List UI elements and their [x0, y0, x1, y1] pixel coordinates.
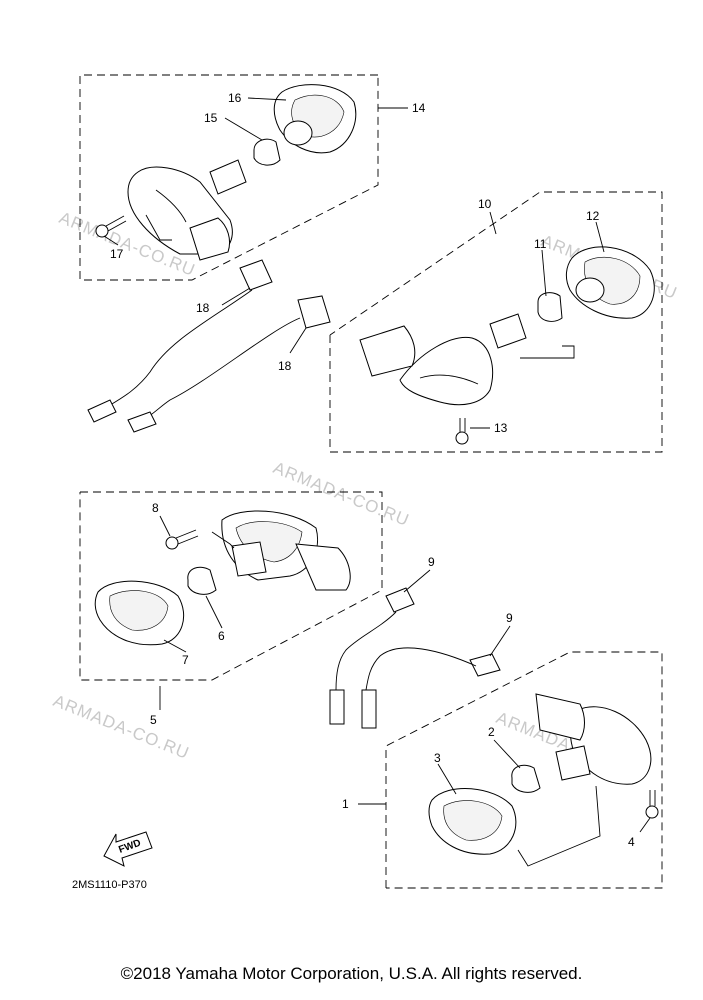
callout-3: 3 — [434, 751, 441, 765]
callout-2: 2 — [488, 725, 495, 739]
diagram-code: 2MS1110-P370 — [72, 879, 147, 891]
leader-6 — [205, 595, 223, 629]
copyright-notice: ©2018 Yamaha Motor Corporation, U.S.A. A… — [120, 964, 583, 983]
assembly-14-box — [79, 74, 379, 281]
callout-4: 4 — [628, 835, 635, 849]
leader-2 — [493, 739, 521, 769]
callout-12: 12 — [586, 209, 600, 223]
housing-14-detail — [155, 189, 187, 223]
callout-6: 6 — [218, 629, 225, 643]
terminal-mid-2 — [361, 689, 377, 729]
socket-1 — [555, 745, 591, 781]
assembly-1 — [358, 651, 663, 889]
lens-3-inner — [443, 800, 503, 841]
callout-7: 7 — [182, 653, 189, 667]
leader-15 — [224, 117, 263, 141]
callout-15: 15 — [204, 111, 218, 125]
leader-17 — [103, 235, 119, 246]
wire-mid-1 — [335, 611, 397, 691]
lens-12-socket — [575, 277, 605, 303]
wire-left-2 — [139, 317, 301, 421]
callout-14: 14 — [412, 101, 426, 115]
connector-18a — [239, 259, 273, 291]
fwd-arrow-icon — [103, 831, 153, 867]
lens-16-socket — [283, 120, 313, 146]
callout-1: 1 — [342, 797, 349, 811]
lens-7-inner — [109, 590, 169, 631]
assembly-14 — [79, 74, 408, 281]
screw-13 — [455, 418, 469, 445]
leader-18a — [221, 287, 251, 306]
wire-mid-2 — [365, 647, 477, 691]
bulb-15 — [253, 138, 281, 166]
forward-direction-arrow: FWD — [103, 831, 153, 867]
wiring-upper — [87, 259, 331, 433]
leader-7 — [163, 639, 187, 653]
connector-line-1 — [517, 785, 601, 867]
callout-8: 8 — [152, 501, 159, 515]
screw-8 — [165, 529, 199, 550]
leader-9a — [403, 569, 431, 593]
terminal-left-1 — [87, 399, 117, 423]
screw-4 — [645, 790, 659, 819]
bulb-11 — [537, 292, 563, 322]
terminal-left-2 — [127, 411, 157, 433]
socket-10 — [489, 313, 527, 349]
socket-5 — [231, 541, 267, 577]
bulb-2 — [511, 764, 541, 793]
screw-17 — [95, 215, 127, 238]
housing-10 — [399, 336, 493, 406]
callout-17: 17 — [110, 247, 124, 261]
assembly-5 — [79, 491, 383, 710]
assembly-5-box — [79, 491, 383, 681]
leader-3 — [437, 763, 457, 795]
bulb-6 — [187, 566, 217, 595]
grommet-9b — [469, 653, 501, 677]
socket — [209, 159, 247, 195]
wiring-middle — [329, 569, 511, 729]
housing-1 — [570, 706, 652, 785]
watermark: ARMADA-CO.RU — [51, 691, 193, 763]
stem-10 — [359, 325, 416, 377]
leader-16 — [247, 97, 287, 101]
callout-5: 5 — [150, 713, 157, 727]
wire-left-1 — [101, 289, 253, 411]
connector-line-5 — [211, 531, 235, 549]
callout-9b: 9 — [506, 611, 513, 625]
leader-4 — [639, 817, 651, 833]
connector-line-10 — [520, 345, 575, 359]
leader-8 — [159, 515, 171, 537]
connector-18b — [297, 295, 331, 329]
callout-11: 11 — [534, 237, 547, 251]
leader-11 — [541, 249, 547, 297]
callout-16: 16 — [228, 91, 242, 105]
leader-12 — [595, 221, 605, 253]
leader-10 — [489, 211, 497, 235]
callout-10: 10 — [478, 197, 492, 211]
callout-13: 13 — [494, 421, 508, 435]
terminal-mid-1 — [329, 689, 345, 725]
stem-5 — [295, 543, 351, 591]
assembly-1-box — [385, 651, 663, 889]
leader-18b — [289, 327, 307, 354]
stem-1 — [535, 693, 585, 741]
grommet-9a — [385, 587, 415, 613]
connector-line-14 — [145, 214, 172, 241]
callout-18b: 18 — [278, 359, 292, 373]
assembly-10-box — [329, 191, 663, 453]
assembly-10 — [329, 191, 663, 453]
stem-14 — [189, 217, 231, 261]
callout-labels: 16 15 14 17 18 18 10 11 12 13 8 9 6 7 9 … — [110, 91, 635, 849]
callout-18a: 18 — [196, 301, 210, 315]
callout-9a: 9 — [428, 555, 435, 569]
housing-10-detail — [419, 374, 479, 385]
leader-9b — [489, 625, 511, 657]
